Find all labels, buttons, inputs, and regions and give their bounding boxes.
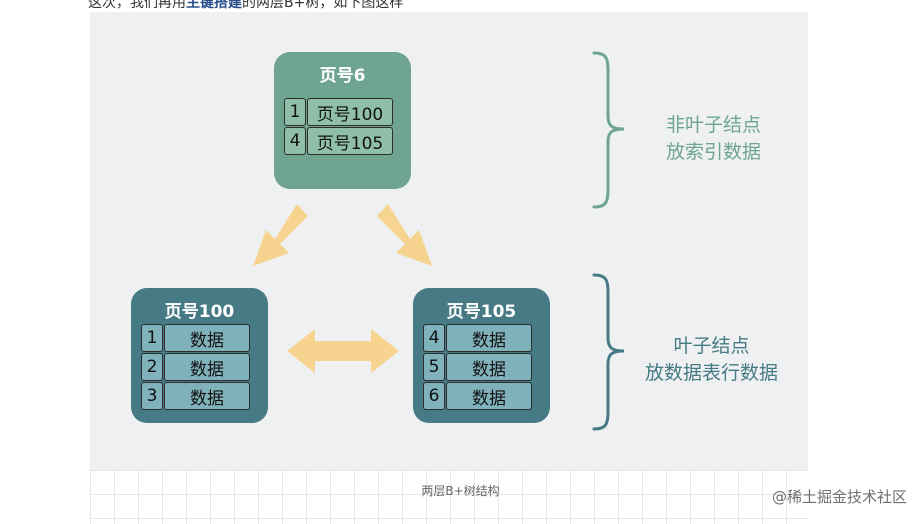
leaf-row-data: 数据 xyxy=(164,324,250,352)
leaf-row-data: 数据 xyxy=(446,382,532,410)
nonleaf-label-line1: 非叶子结点 xyxy=(666,114,762,136)
right-leaf-title: 页号105 xyxy=(446,302,517,322)
right-leaf-rows: 4 数据 5 数据 6 数据 xyxy=(423,324,532,411)
left-leaf-node: 页号100 1 数据 2 数据 3 数据 xyxy=(131,288,268,423)
arrow-root-to-left-icon xyxy=(253,204,308,266)
root-row-key: 1 xyxy=(284,98,306,126)
root-row-pointer: 页号100 xyxy=(307,98,393,126)
leaf-row: 5 数据 xyxy=(423,353,532,381)
root-node-title: 页号6 xyxy=(319,66,366,86)
double-arrow-leaf-link-icon xyxy=(287,329,399,373)
arrow-root-to-right-icon xyxy=(377,204,432,266)
leaf-label: 叶子结点 放数据表行数据 xyxy=(645,333,778,387)
intro-text: 这次，我们再用主键搭建的两层B+树，如下图这样 xyxy=(88,0,403,12)
leaf-row-key: 4 xyxy=(423,324,445,352)
nonleaf-label: 非叶子结点 放索引数据 xyxy=(666,112,761,166)
leaf-row-key: 1 xyxy=(141,324,163,352)
leaf-row-data: 数据 xyxy=(164,353,250,381)
leaf-row-data: 数据 xyxy=(164,382,250,410)
leaf-row-key: 2 xyxy=(141,353,163,381)
leaf-label-line2: 放数据表行数据 xyxy=(645,362,779,384)
figure-caption: 两层B+树结构 xyxy=(421,484,500,498)
intro-text-prefix: 这次，我们再用 xyxy=(88,0,186,11)
leaf-row-key: 6 xyxy=(423,382,445,410)
right-brace-nonleaf-icon xyxy=(592,51,625,209)
intro-text-suffix: 的两层B+树，如下图这样 xyxy=(242,0,404,11)
root-node: 页号6 1 页号100 4 页号105 xyxy=(274,52,411,189)
left-leaf-title: 页号100 xyxy=(164,302,235,322)
root-row-pointer: 页号105 xyxy=(307,127,393,155)
nonleaf-label-line2: 放索引数据 xyxy=(666,141,762,163)
right-leaf-node: 页号105 4 数据 5 数据 6 数据 xyxy=(413,288,550,423)
leaf-row-data: 数据 xyxy=(446,324,532,352)
leaf-label-line1: 叶子结点 xyxy=(673,335,750,357)
leaf-row: 3 数据 xyxy=(141,382,250,410)
leaf-row-key: 3 xyxy=(141,382,163,410)
right-brace-leaf-icon xyxy=(592,273,625,431)
grid-background xyxy=(90,470,808,524)
leaf-row-key: 5 xyxy=(423,353,445,381)
leaf-row-data: 数据 xyxy=(446,353,532,381)
root-row-key: 4 xyxy=(284,127,306,155)
root-node-rows: 1 页号100 4 页号105 xyxy=(284,98,393,156)
watermark: @稀土掘金技术社区 xyxy=(771,488,907,506)
left-leaf-rows: 1 数据 2 数据 3 数据 xyxy=(141,324,250,411)
leaf-row: 2 数据 xyxy=(141,353,250,381)
intro-text-highlight: 主键搭建 xyxy=(186,0,242,11)
leaf-row: 1 数据 xyxy=(141,324,250,352)
leaf-row: 6 数据 xyxy=(423,382,532,410)
root-row: 1 页号100 xyxy=(284,98,393,126)
root-row: 4 页号105 xyxy=(284,127,393,155)
leaf-row: 4 数据 xyxy=(423,324,532,352)
